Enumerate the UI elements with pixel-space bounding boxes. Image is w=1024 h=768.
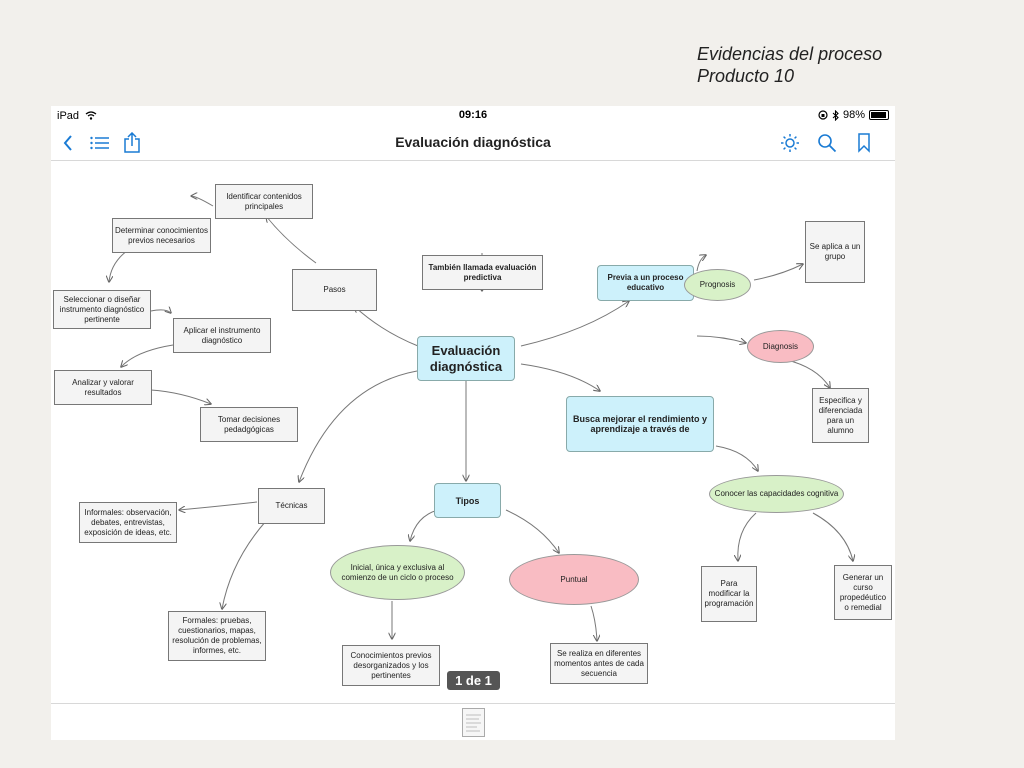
previa-node[interactable]: Previa a un proceso educativo	[597, 265, 694, 301]
generar-node[interactable]: Generar un curso propedéutico o remedial	[834, 565, 892, 620]
status-time: 09:16	[458, 109, 488, 121]
status-right: 98%	[818, 109, 889, 121]
search-icon[interactable]	[814, 130, 840, 156]
page-indicator: 1 de 1	[447, 671, 500, 690]
brightness-icon[interactable]	[777, 130, 803, 156]
tecnicas-node[interactable]: Técnicas	[258, 488, 325, 524]
concept-map: Evaluación diagnóstica Pasos Identificar…	[51, 161, 895, 701]
battery-percent: 98%	[842, 109, 865, 121]
diagnosis-node[interactable]: Diagnosis	[747, 330, 814, 363]
thumbnail-preview-icon	[466, 714, 481, 732]
conocer-node[interactable]: Conocer las capacidades cognitiva	[709, 475, 844, 513]
central-node[interactable]: Evaluación diagnóstica	[417, 336, 515, 381]
document-title: Evaluación diagnóstica	[395, 134, 551, 150]
share-icon[interactable]	[119, 130, 145, 156]
determinar-node[interactable]: Determinar conocimientos previos necesar…	[112, 218, 211, 253]
back-chevron-icon[interactable]	[55, 130, 81, 156]
status-left: iPad	[57, 110, 97, 122]
slide-title-line1: Evidencias del proceso	[697, 44, 883, 64]
slide-title: Evidencias del proceso Producto 10	[697, 43, 882, 87]
modificar-node[interactable]: Para modificar la programación	[701, 566, 757, 622]
bookmark-icon[interactable]	[851, 130, 877, 156]
bluetooth-icon	[832, 109, 839, 121]
informales-node[interactable]: Informales: observación, debates, entrev…	[79, 502, 177, 543]
prognosis-node[interactable]: Prognosis	[684, 269, 751, 301]
bottom-bar	[51, 703, 895, 740]
status-bar: iPad 09:16 98%	[51, 106, 895, 126]
especifica-node[interactable]: Especifica y diferenciada para un alumno	[812, 388, 869, 443]
formales-node[interactable]: Formales: pruebas, cuestionarios, mapas,…	[168, 611, 266, 661]
battery-icon	[869, 110, 889, 120]
slide-title-line2: Producto 10	[697, 66, 795, 86]
puntual-node[interactable]: Puntual	[509, 554, 639, 605]
busca-node[interactable]: Busca mejorar el rendimiento y aprendiza…	[566, 396, 714, 452]
seleccionar-node[interactable]: Seleccionar o diseñar instrumento diagnó…	[53, 290, 151, 329]
tipos-node[interactable]: Tipos	[434, 483, 501, 518]
tomar-node[interactable]: Tomar decisiones pedadgógicas	[200, 407, 298, 442]
orientation-lock-icon	[818, 110, 828, 120]
grupo-node[interactable]: Se aplica a un grupo	[805, 221, 865, 283]
tambien-node[interactable]: También llamada evaluación predictiva	[422, 255, 543, 290]
inicial-node[interactable]: Inicial, única y exclusiva al comienzo d…	[330, 545, 465, 600]
nav-bar: Evaluación diagnóstica	[51, 126, 895, 161]
ipad-screenshot: iPad 09:16 98% Evaluación	[51, 106, 895, 740]
conocimientos-node[interactable]: Conocimientos previos desorganizados y l…	[342, 645, 440, 686]
identificar-node[interactable]: Identificar contenidos principales	[215, 184, 313, 219]
device-label: iPad	[57, 110, 80, 122]
page-thumbnail[interactable]	[462, 708, 485, 737]
wifi-icon	[85, 111, 97, 120]
aplicar-node[interactable]: Aplicar el instrumento diagnóstico	[173, 318, 271, 353]
list-icon[interactable]	[87, 130, 113, 156]
realiza-node[interactable]: Se realiza en diferentes momentos antes …	[550, 643, 648, 684]
pasos-node[interactable]: Pasos	[292, 269, 377, 311]
analizar-node[interactable]: Analizar y valorar resultados	[54, 370, 152, 405]
